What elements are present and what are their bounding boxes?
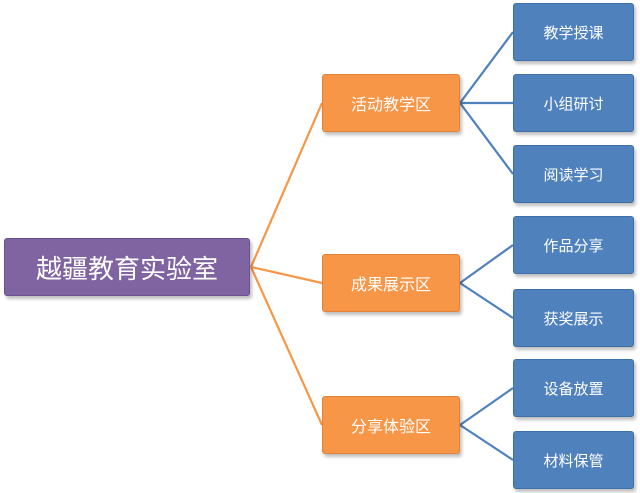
branch-node-3-label: 分享体验区 <box>350 417 431 436</box>
leaf-node-1-3: 阅读学习 <box>513 145 634 203</box>
connector-branch-1-to-leaf-1 <box>459 31 514 104</box>
leaf-node-3-1-label: 设备放置 <box>543 379 604 398</box>
branch-node-3: 分享体验区 <box>322 396 460 454</box>
branch-node-1-label: 活动教学区 <box>350 95 431 114</box>
root-node: 越疆教育实验室 <box>4 238 250 296</box>
connector-root-to-branch-3 <box>249 266 324 426</box>
branch-node-2-label: 成果展示区 <box>350 275 431 294</box>
connector-root-to-branch-2 <box>250 265 323 285</box>
connector-branch-1-to-leaf-3 <box>459 102 514 175</box>
connector-branch-2-to-leaf-2 <box>459 282 514 319</box>
connector-branch-3-to-leaf-2 <box>459 424 514 461</box>
connector-root-to-branch-1 <box>249 102 324 268</box>
leaf-node-3-2-label: 材料保管 <box>543 451 604 470</box>
branch-node-2: 成果展示区 <box>322 254 460 312</box>
connector-branch-3-to-leaf-1 <box>459 387 514 426</box>
leaf-node-2-1: 作品分享 <box>513 216 634 274</box>
leaf-node-1-3-label: 阅读学习 <box>543 165 604 184</box>
leaf-node-1-2: 小组研讨 <box>513 74 634 132</box>
leaf-node-2-2-label: 获奖展示 <box>543 309 604 328</box>
leaf-node-1-1-label: 教学授课 <box>543 23 604 42</box>
leaf-node-1-2-label: 小组研讨 <box>543 94 604 113</box>
leaf-node-1-1: 教学授课 <box>513 3 634 61</box>
root-node-label: 越疆教育实验室 <box>35 254 218 285</box>
leaf-node-2-2: 获奖展示 <box>513 289 634 347</box>
leaf-node-3-1: 设备放置 <box>513 359 634 417</box>
connector-branch-2-to-leaf-1 <box>459 244 514 284</box>
branch-node-1: 活动教学区 <box>322 74 460 132</box>
leaf-node-2-1-label: 作品分享 <box>543 236 604 255</box>
leaf-node-3-2: 材料保管 <box>513 431 634 489</box>
